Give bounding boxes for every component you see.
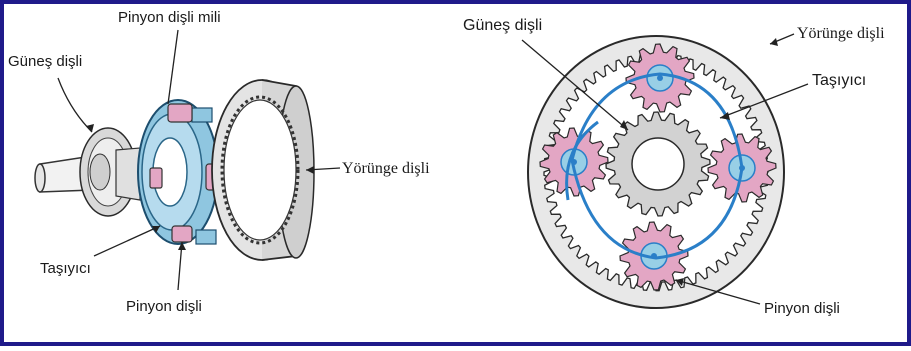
label-ring-gear-right: Yörünge dişli	[797, 25, 885, 42]
label-pinion-gear-right: Pinyon dişli	[764, 300, 840, 317]
sun-gear-bore	[632, 138, 684, 190]
label-carrier-left: Taşıyıcı	[40, 260, 91, 277]
label-pinion-shaft: Pinyon dişli mili	[118, 9, 221, 26]
label-sun-gear-right: Güneş dişli	[463, 17, 542, 34]
pinion-gear	[150, 168, 162, 188]
label-pinion-gear-left: Pinyon dişli	[126, 298, 202, 315]
sun-hub	[116, 148, 140, 200]
pinion-gear	[172, 226, 192, 242]
pinion-gear	[168, 104, 192, 122]
label-ring-gear-left: Yörünge dişli	[342, 160, 430, 177]
label-sun-gear-left: Güneş dişli	[8, 53, 82, 70]
pinion-pin	[657, 75, 663, 81]
label-carrier-right: Taşıyıcı	[812, 72, 866, 89]
shaft-end	[35, 164, 45, 192]
left-ring-gear	[212, 80, 314, 260]
